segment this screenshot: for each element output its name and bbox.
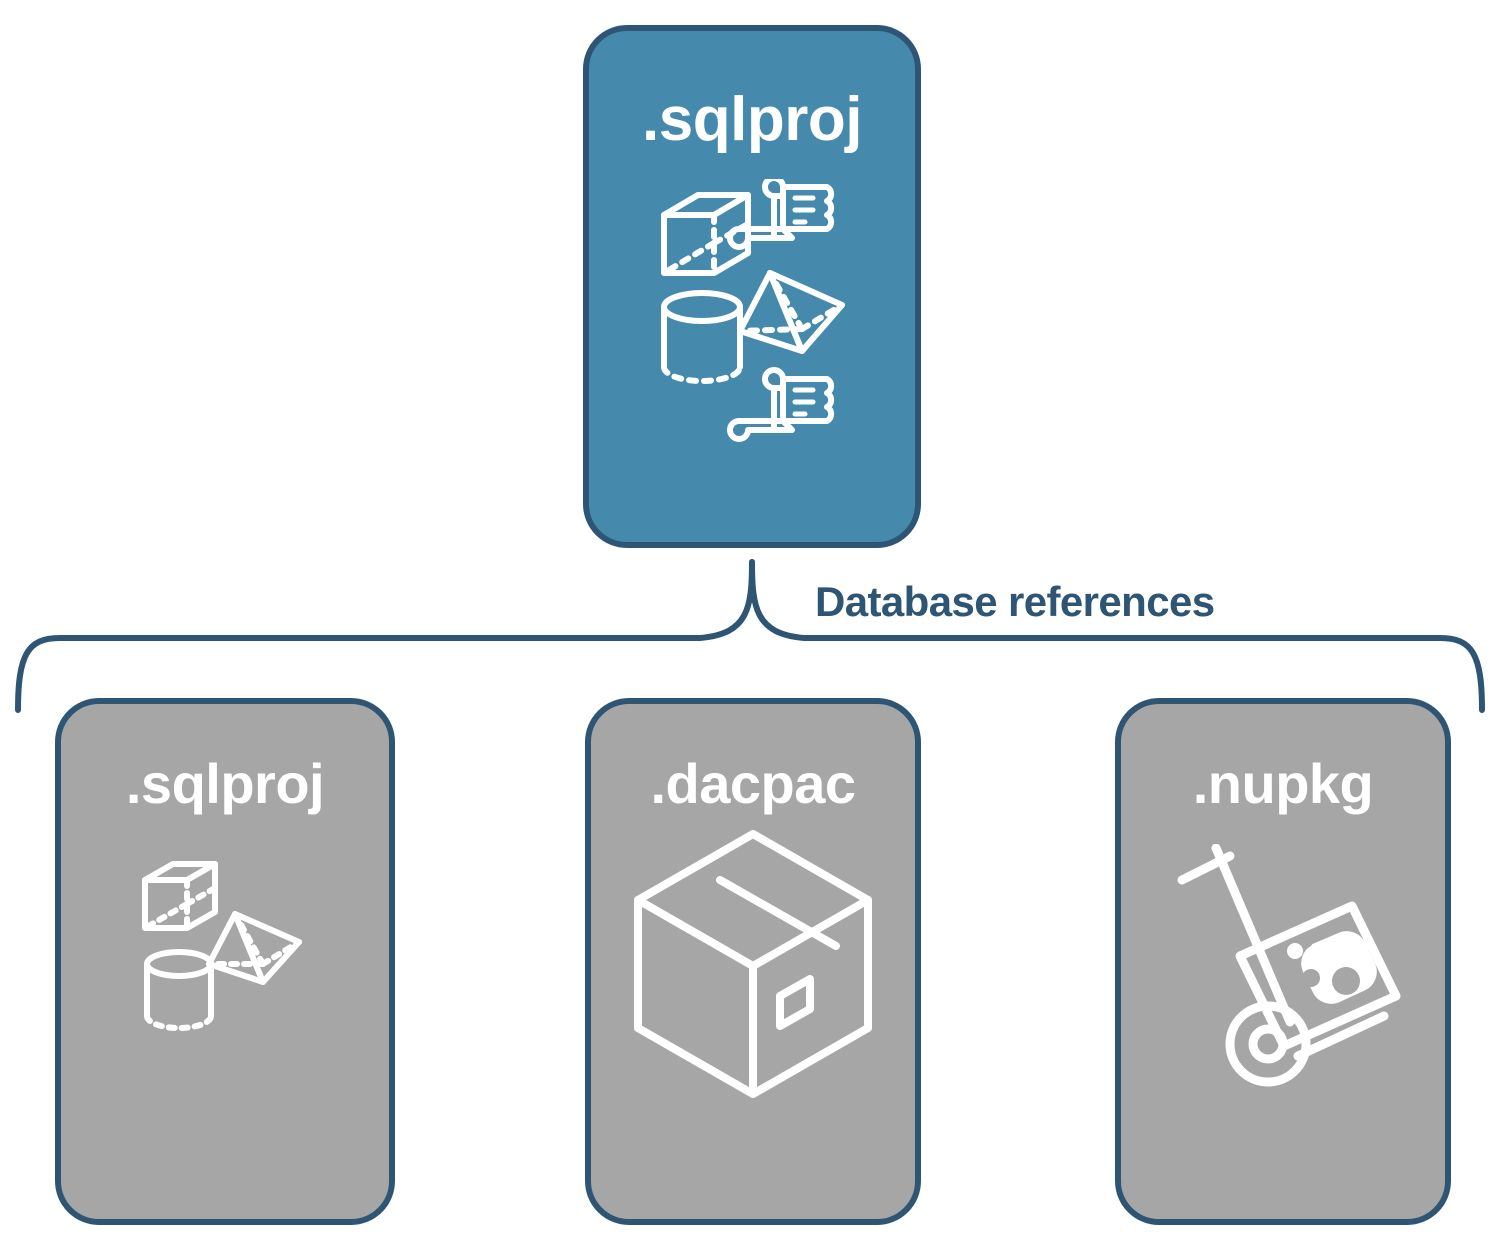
cylinder-icon xyxy=(661,290,743,384)
node-root-artwork xyxy=(589,179,915,459)
cylinder-icon xyxy=(144,949,214,1031)
node-ref-nupkg-label: .nupkg xyxy=(1192,752,1374,815)
node-ref-sqlproj[interactable]: .sqlproj xyxy=(55,698,395,1225)
node-root-label: .sqlproj xyxy=(642,85,862,154)
node-ref-sqlproj-artwork xyxy=(61,854,389,1054)
scroll-icon xyxy=(727,179,835,250)
nuget-package-icon xyxy=(1235,901,1401,1051)
node-ref-dacpac-artwork xyxy=(591,824,915,1104)
node-ref-dacpac-label: .dacpac xyxy=(650,752,856,815)
pyramid-icon xyxy=(737,270,845,354)
pyramid-icon xyxy=(206,911,302,985)
connector-label: Database references xyxy=(815,578,1215,625)
scroll-icon xyxy=(727,367,835,442)
cube-icon xyxy=(142,861,218,931)
cube-icon xyxy=(661,192,751,276)
node-ref-dacpac[interactable]: .dacpac xyxy=(585,698,921,1225)
node-ref-nupkg-artwork xyxy=(1121,844,1445,1094)
node-root-sqlproj[interactable]: .sqlproj xyxy=(583,25,921,548)
node-ref-sqlproj-label: .sqlproj xyxy=(125,752,325,815)
database-references-bracket xyxy=(15,559,1485,713)
package-box-icon xyxy=(634,830,872,1098)
node-ref-nupkg[interactable]: .nupkg xyxy=(1115,698,1451,1225)
